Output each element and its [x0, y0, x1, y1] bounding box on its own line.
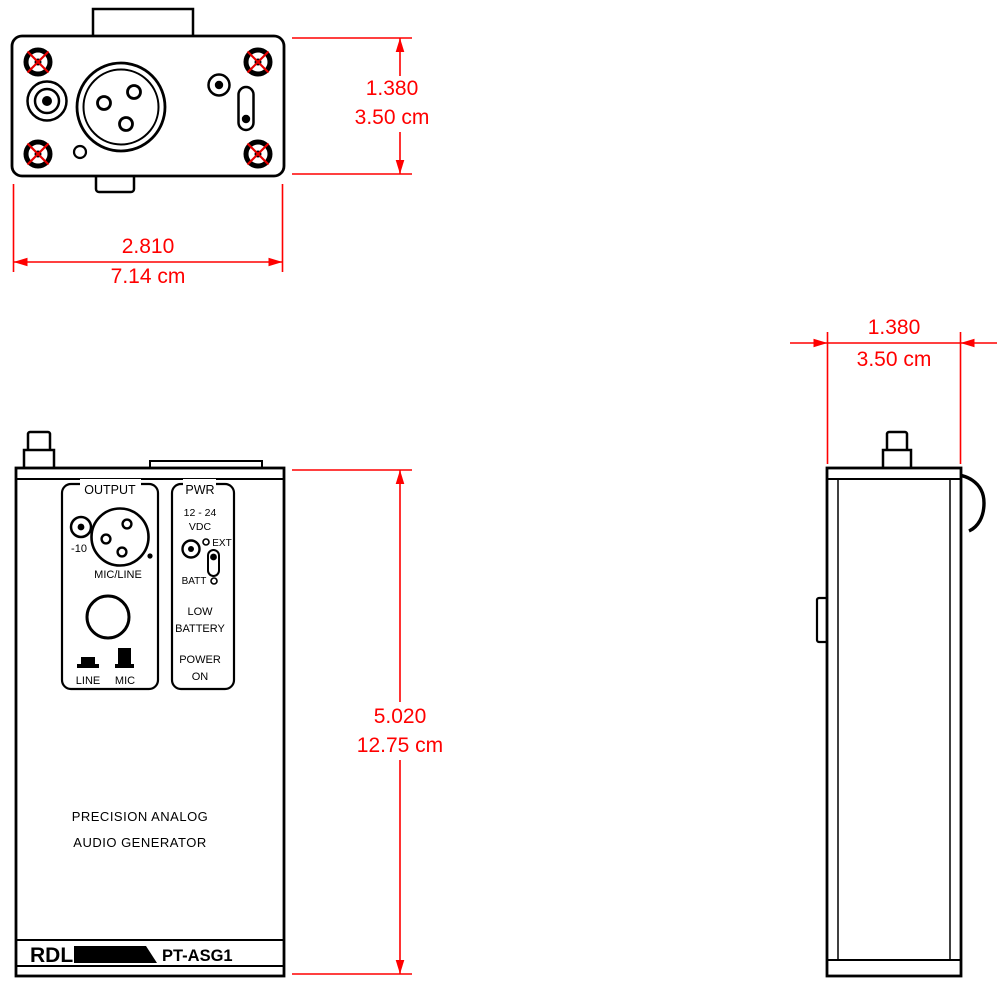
dim-front-height: 5.020 12.75 cm [292, 469, 443, 975]
dim-side-width-cm: 3.50 cm [857, 348, 932, 371]
arrow-up-icon [395, 470, 405, 484]
corner-screw-icon [23, 47, 53, 77]
line-label: LINE [76, 675, 100, 687]
switch-slot [237, 85, 255, 132]
corner-screw-icon [23, 139, 53, 169]
arrow-left-icon [13, 257, 28, 267]
output-label: OUTPUT [84, 483, 136, 497]
output-panel: OUTPUT -10 MIC/LINE LINE MIC [60, 479, 160, 691]
corner-screw-icon [243, 47, 273, 77]
line-switch [77, 657, 99, 668]
dim-front-height-in: 5.020 [374, 705, 427, 728]
dim-top-height-in: 1.380 [366, 77, 419, 100]
dim-top-width: 2.810 7.14 cm [12, 184, 284, 288]
ext-led-icon [202, 538, 210, 546]
dim-front-height-cm: 12.75 cm [357, 734, 443, 757]
mic-line-label: MIC/LINE [94, 569, 142, 581]
arrow-down-icon [395, 960, 405, 974]
power-on-label-1: POWER [179, 654, 221, 666]
brand-label: RDL [30, 944, 73, 967]
xlr-front-icon [90, 507, 150, 567]
product-name-line-1: PRECISION ANALOG [72, 809, 209, 824]
ext-label: EXT [212, 538, 231, 549]
model-label: PT-ASG1 [162, 947, 233, 965]
arrow-right-icon [268, 257, 283, 267]
arrow-right-icon [813, 338, 828, 348]
xlr-connector-icon [75, 61, 167, 153]
dim-top-width-cm: 7.14 cm [111, 265, 186, 288]
low-battery-label-1: LOW [187, 606, 213, 618]
power-jack-icon [207, 73, 231, 97]
dim-top-height: 1.380 3.50 cm [292, 37, 430, 175]
arrow-up-icon [395, 38, 405, 52]
product-name-line-2: AUDIO GENERATOR [73, 835, 206, 850]
vdc-range-label: 12 - 24 [184, 507, 217, 519]
mic-switch [115, 648, 134, 668]
side-view [815, 430, 986, 978]
level-knob [85, 594, 131, 640]
dim-side-width: 1.380 3.50 cm [790, 316, 997, 464]
ext-batt-switch [207, 549, 220, 577]
side-body [825, 466, 963, 978]
pwr-panel: PWR 12 - 24 VDC EXT BATT LOW BATTERY POW… [170, 479, 236, 691]
front-top-jack [22, 430, 56, 472]
corner-screw-icon [243, 139, 273, 169]
top-view [10, 7, 286, 194]
latch-dot [147, 553, 153, 559]
pwr-label: PWR [185, 483, 214, 497]
mic-label: MIC [115, 675, 135, 687]
rdl-logo-bar [74, 946, 157, 963]
dim-top-height-cm: 3.50 cm [355, 106, 430, 129]
low-battery-label-2: BATTERY [175, 623, 225, 635]
coax-jack-icon [26, 80, 68, 122]
vdc-unit-label: VDC [189, 521, 212, 533]
arrow-left-icon [960, 338, 975, 348]
dim-top-width-in: 2.810 [122, 235, 175, 258]
pad-label: -10 [71, 543, 87, 555]
front-view: OUTPUT -10 MIC/LINE LINE MIC [14, 430, 286, 978]
side-top-jack [881, 430, 913, 472]
dim-side-width-in: 1.380 [868, 316, 921, 339]
small-hole [72, 144, 88, 160]
batt-label: BATT [182, 576, 207, 587]
batt-led-icon [210, 577, 218, 585]
front-body [14, 466, 286, 978]
arrow-down-icon [395, 160, 405, 174]
power-on-label-2: ON [192, 671, 209, 683]
